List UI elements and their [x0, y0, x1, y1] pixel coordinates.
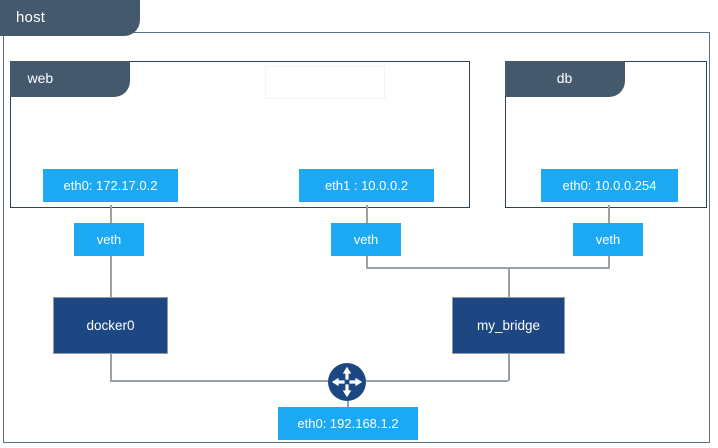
- host-label-tab: host: [0, 0, 140, 36]
- veth-db-mybridge-label: veth: [595, 232, 621, 247]
- interface-db-eth0-label: eth0: 10.0.0.254: [562, 178, 657, 193]
- host-bus-line: [110, 380, 508, 382]
- container-web-label-tab: web: [9, 60, 130, 97]
- host-label: host: [16, 9, 46, 26]
- bridge-my-bridge: my_bridge: [452, 297, 565, 354]
- router-icon: [327, 362, 367, 402]
- interface-web-eth1: eth1 : 10.0.0.2: [299, 169, 434, 202]
- container-web-label: web: [27, 69, 54, 86]
- link-veth-bus-to-mybridge: [366, 267, 610, 269]
- interface-web-eth0: eth0: 172.17.0.2: [43, 169, 178, 202]
- veth-web-mybridge-label: veth: [353, 232, 379, 247]
- bridge-my-bridge-label: my_bridge: [476, 318, 541, 333]
- interface-web-eth1-label: eth1 : 10.0.0.2: [324, 178, 409, 193]
- interface-host-eth0-label: eth0: 192.168.1.2: [297, 416, 399, 431]
- link-docker0-to-host-bus: [110, 353, 112, 381]
- link-bus-down-to-mybridge: [508, 267, 510, 299]
- interface-db-eth0: eth0: 10.0.0.254: [541, 169, 678, 202]
- container-db-label: db: [556, 69, 573, 86]
- veth-web-docker0: veth: [74, 223, 144, 256]
- veth-web-docker0-label: veth: [96, 232, 122, 247]
- veth-web-mybridge: veth: [331, 223, 401, 256]
- bridge-docker0-label: docker0: [86, 318, 135, 333]
- veth-db-mybridge: veth: [573, 223, 643, 256]
- interface-host-eth0: eth0: 192.168.1.2: [278, 407, 418, 440]
- web-inner-placeholder-rect: [265, 66, 385, 99]
- container-db-label-tab: db: [504, 60, 625, 97]
- link-web-eth0-to-docker0: [110, 205, 112, 327]
- interface-web-eth0-label: eth0: 172.17.0.2: [63, 178, 158, 193]
- bridge-docker0: docker0: [53, 297, 168, 354]
- link-mybridge-to-host-bus: [508, 353, 510, 381]
